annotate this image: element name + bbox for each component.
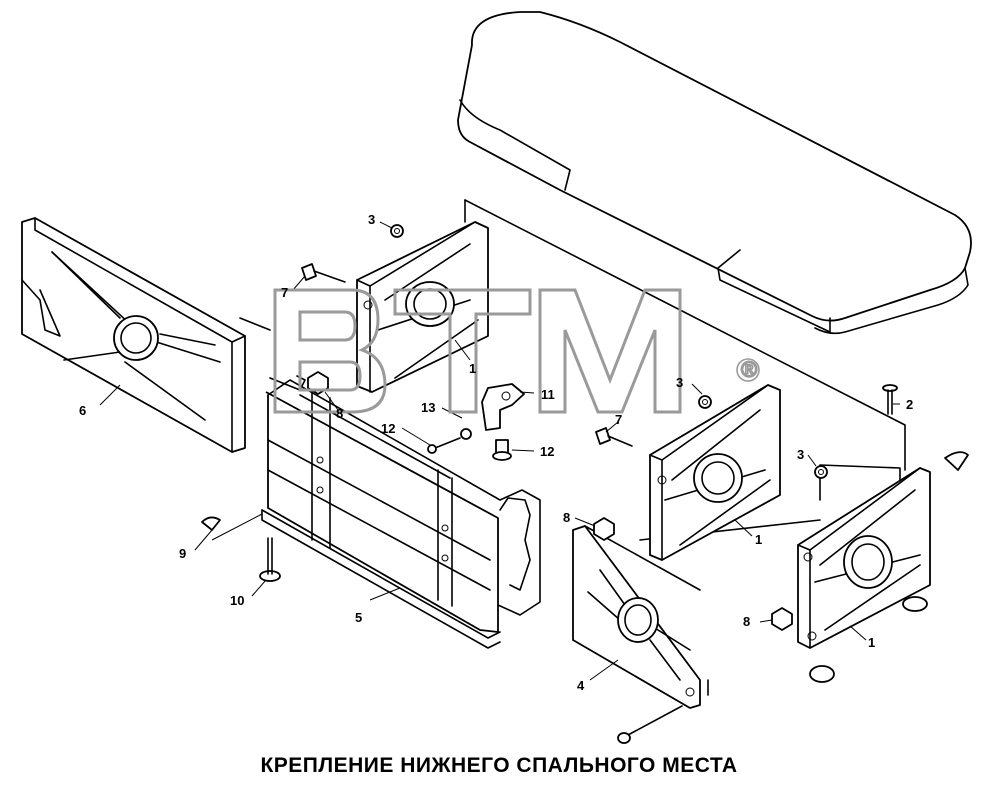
foot-bottom: [809, 665, 835, 683]
bolt-7-upper: [301, 263, 346, 283]
callout-1: 1: [868, 635, 875, 650]
support-frame-5: [261, 375, 541, 649]
callout-7: 7: [615, 412, 622, 427]
callout-3: 3: [676, 375, 683, 390]
side-panel-6: [21, 217, 246, 453]
pin-12: [492, 439, 512, 461]
nut-3-upper: [390, 224, 404, 238]
bracket-11: [481, 383, 525, 431]
callout-7: 7: [281, 285, 288, 300]
callout-6: 6: [79, 403, 86, 418]
callout-1: 1: [755, 532, 762, 547]
callout-8: 8: [563, 510, 570, 525]
mounting-plate-1-middle: [649, 384, 781, 561]
nut-3-middle: [698, 395, 712, 409]
callout-10: 10: [230, 593, 244, 608]
foot-10: [259, 537, 281, 582]
nut-8-lower: [593, 517, 615, 541]
callout-12: 12: [540, 444, 554, 459]
leader-lines: [99, 221, 900, 681]
mounting-plate-1-right: [797, 464, 931, 649]
callout-5: 5: [355, 610, 362, 625]
callout-2: 2: [906, 397, 913, 412]
foot-right-top: [944, 451, 969, 471]
callout-8: 8: [336, 406, 343, 421]
diagram-caption: КРЕПЛЕНИЕ НИЖНЕГО СПАЛЬНОГО МЕСТА: [260, 754, 738, 777]
bed-mattress: [457, 11, 972, 335]
callout-labels: 3 7 1 6 8 11 13 12 12 3 7 2 3 8 1 9 10 5…: [79, 212, 913, 693]
bolt-7-middle: [595, 427, 633, 447]
nut-8-right: [771, 607, 793, 631]
callout-13: 13: [421, 400, 435, 415]
nut-3-right: [814, 465, 828, 479]
callout-8: 8: [743, 614, 750, 629]
bolt-12-left: [427, 437, 461, 454]
end-panel-4: [572, 525, 701, 709]
callout-12: 12: [381, 421, 395, 436]
watermark: ®: [273, 288, 760, 414]
foot-right-bottom: [902, 596, 928, 612]
callout-3: 3: [797, 447, 804, 462]
screw-bottom: [617, 705, 683, 744]
washer-13: [460, 428, 472, 440]
hardware-parts: [201, 224, 969, 744]
callout-9: 9: [179, 546, 186, 561]
callout-11: 11: [541, 387, 555, 402]
callout-3: 3: [368, 212, 375, 227]
screw-2: [882, 384, 898, 415]
mounting-plate-1-upper: [356, 221, 489, 393]
callout-4: 4: [577, 678, 585, 693]
foot-9: [201, 516, 221, 531]
callout-1: 1: [469, 361, 476, 376]
watermark-registered-mark: ®: [741, 357, 757, 382]
